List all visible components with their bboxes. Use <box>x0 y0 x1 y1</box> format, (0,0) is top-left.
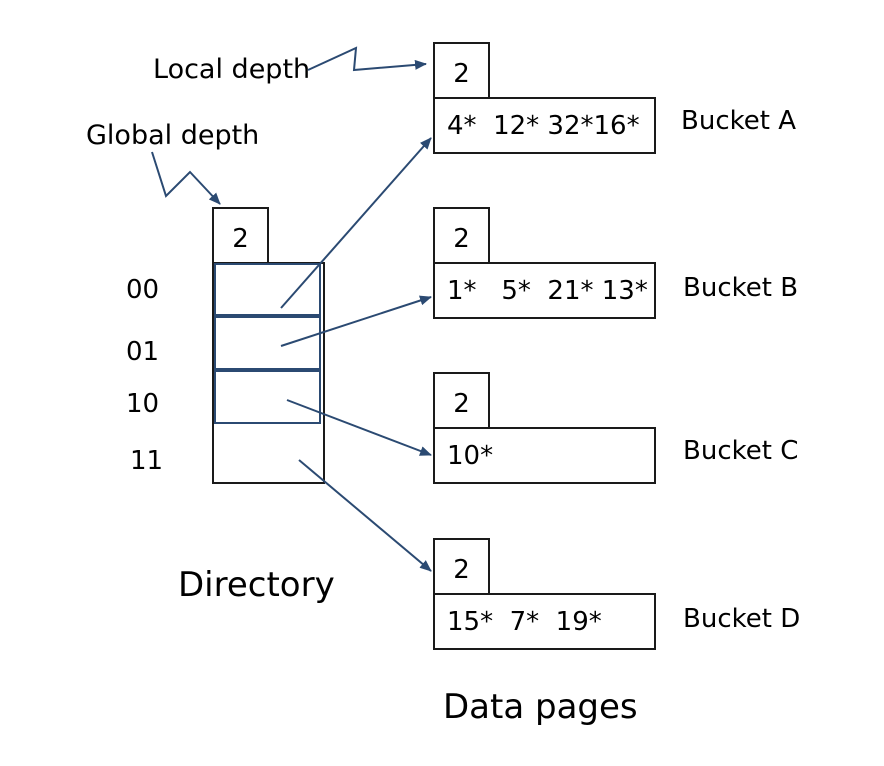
pointer-11-to-bucket-d <box>298 459 432 572</box>
bucket-b-label: Bucket B <box>683 273 799 303</box>
global-depth-annotation: Global depth <box>86 120 260 151</box>
data-pages-caption: Data pages <box>443 687 638 727</box>
bucket-b-local-depth: 2 <box>433 207 490 264</box>
local-depth-arrow <box>307 46 427 72</box>
bucket-a-local-depth: 2 <box>433 42 490 99</box>
pointer-10-to-bucket-c <box>286 399 432 456</box>
bucket-b-contents: 1* 5* 21* 13* <box>433 262 656 319</box>
bucket-a-contents: 4* 12* 32*16* <box>433 97 656 154</box>
bucket-d-label: Bucket D <box>683 604 801 634</box>
directory-entry-00: 00 <box>126 275 160 305</box>
directory-caption: Directory <box>178 565 335 605</box>
directory-entry-01: 01 <box>126 337 160 367</box>
directory-column <box>212 262 325 484</box>
pointer-00-to-bucket-a <box>280 137 432 309</box>
bucket-c-label: Bucket C <box>683 436 799 466</box>
directory-slot-01 <box>214 316 321 370</box>
bucket-c-contents: 10* <box>433 427 656 484</box>
directory-entry-11: 11 <box>130 446 164 476</box>
global-depth-arrow <box>151 151 221 205</box>
local-depth-annotation: Local depth <box>153 54 311 85</box>
directory-entry-10: 10 <box>126 389 160 419</box>
bucket-d-contents: 15* 7* 19* <box>433 593 656 650</box>
pointer-01-to-bucket-b <box>280 295 432 347</box>
directory-slot-00 <box>214 263 321 316</box>
bucket-c-local-depth: 2 <box>433 372 490 429</box>
bucket-a-label: Bucket A <box>681 106 796 136</box>
directory-slot-10 <box>214 370 321 424</box>
